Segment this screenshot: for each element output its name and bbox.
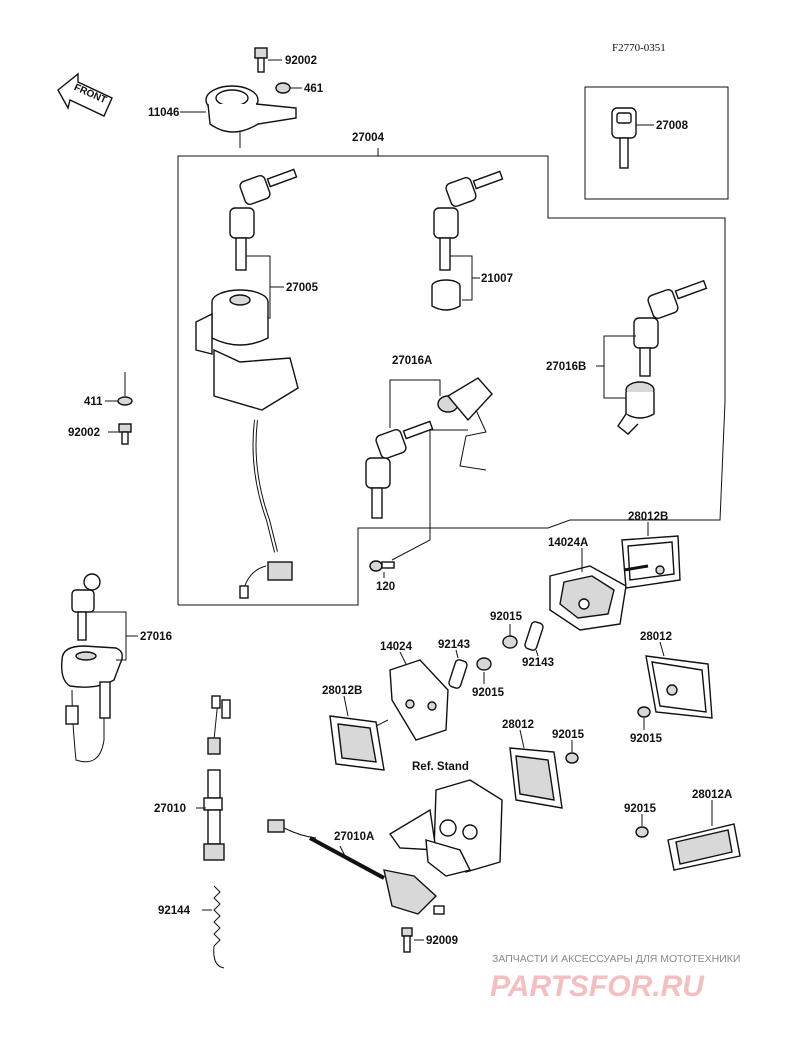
reflector-28012-right bbox=[645, 655, 713, 719]
watermark-line1: ЗАПЧАСТИ И АКСЕССУАРЫ ДЛЯ МОТОТЕХНИКИ bbox=[492, 953, 740, 965]
label-27005: 27005 bbox=[286, 282, 319, 294]
diagram-code: F2770-0351 bbox=[612, 42, 666, 54]
label-92002-top: 92002 bbox=[285, 55, 317, 67]
washer-411 bbox=[117, 396, 133, 406]
label-27004: 27004 bbox=[352, 132, 385, 144]
label-14024: 14024 bbox=[380, 641, 413, 653]
nuts-and-spacers bbox=[448, 621, 544, 689]
label-27016A: 27016A bbox=[392, 355, 432, 367]
label-411: 411 bbox=[84, 396, 103, 408]
side-stand-switch-27010A bbox=[267, 819, 445, 915]
label-92015-d: 92015 bbox=[552, 729, 585, 741]
label-27008: 27008 bbox=[656, 120, 689, 132]
label-92144: 92144 bbox=[158, 905, 191, 917]
label-92015-a: 92015 bbox=[490, 611, 523, 623]
label-120: 120 bbox=[376, 581, 395, 593]
label-461: 461 bbox=[304, 83, 324, 95]
watermark-logo: PARTSFOR.RU bbox=[490, 970, 705, 1003]
label-92009: 92009 bbox=[426, 935, 458, 947]
bracket-11046 bbox=[180, 85, 297, 148]
nut-92015-e bbox=[635, 826, 649, 838]
label-28012A: 28012A bbox=[692, 789, 732, 801]
label-11046: 11046 bbox=[148, 107, 179, 119]
reflector-28012-mid bbox=[509, 747, 563, 809]
helmet-lock-27016 bbox=[60, 573, 123, 763]
bolt-92002-left bbox=[118, 423, 132, 445]
label-92002-left: 92002 bbox=[68, 427, 100, 439]
nut-92015-c bbox=[637, 706, 651, 718]
label-27010: 27010 bbox=[154, 803, 186, 815]
keys-21007 bbox=[431, 170, 504, 311]
label-27016B: 27016B bbox=[546, 361, 586, 373]
plate-14024 bbox=[389, 659, 449, 741]
label-14024A: 14024A bbox=[548, 537, 588, 549]
label-92143-b: 92143 bbox=[522, 657, 554, 669]
ignition-switch bbox=[195, 289, 299, 599]
label-27016: 27016 bbox=[140, 631, 172, 643]
holder-14024A bbox=[549, 565, 627, 631]
screw-92009 bbox=[401, 927, 413, 953]
stop-switch-27010 bbox=[203, 695, 231, 861]
reflector-28012A bbox=[667, 823, 741, 871]
label-28012B-left: 28012B bbox=[322, 685, 362, 697]
label-92143-a: 92143 bbox=[438, 639, 470, 651]
nut-92015-d bbox=[565, 752, 579, 764]
label-27010A: 27010A bbox=[334, 831, 374, 843]
part-461 bbox=[275, 82, 291, 94]
label-92015-e: 92015 bbox=[624, 803, 657, 815]
front-arrow-icon: FRONT bbox=[57, 72, 113, 117]
keys-27016A bbox=[365, 377, 493, 519]
label-ref-stand: Ref. Stand bbox=[412, 761, 469, 773]
screw-120 bbox=[369, 560, 395, 572]
label-28012-right: 28012 bbox=[640, 631, 672, 643]
label-21007: 21007 bbox=[481, 273, 513, 285]
reflector-28012B-left bbox=[329, 715, 389, 771]
assembly-27008-box bbox=[584, 86, 729, 200]
keys-27005 bbox=[229, 168, 298, 271]
reflector-28012B-top bbox=[621, 535, 681, 589]
stand-bracket bbox=[388, 779, 503, 877]
bolt-92002-top bbox=[254, 47, 282, 73]
label-92015-b: 92015 bbox=[472, 687, 505, 699]
keys-27016B bbox=[617, 279, 708, 435]
spring-92144 bbox=[213, 885, 225, 969]
label-28012B-top: 28012B bbox=[628, 511, 668, 523]
assembly-27004-outline bbox=[177, 155, 726, 606]
label-92015-c: 92015 bbox=[630, 733, 663, 745]
label-28012-mid: 28012 bbox=[502, 719, 534, 731]
key-27008 bbox=[611, 107, 654, 169]
